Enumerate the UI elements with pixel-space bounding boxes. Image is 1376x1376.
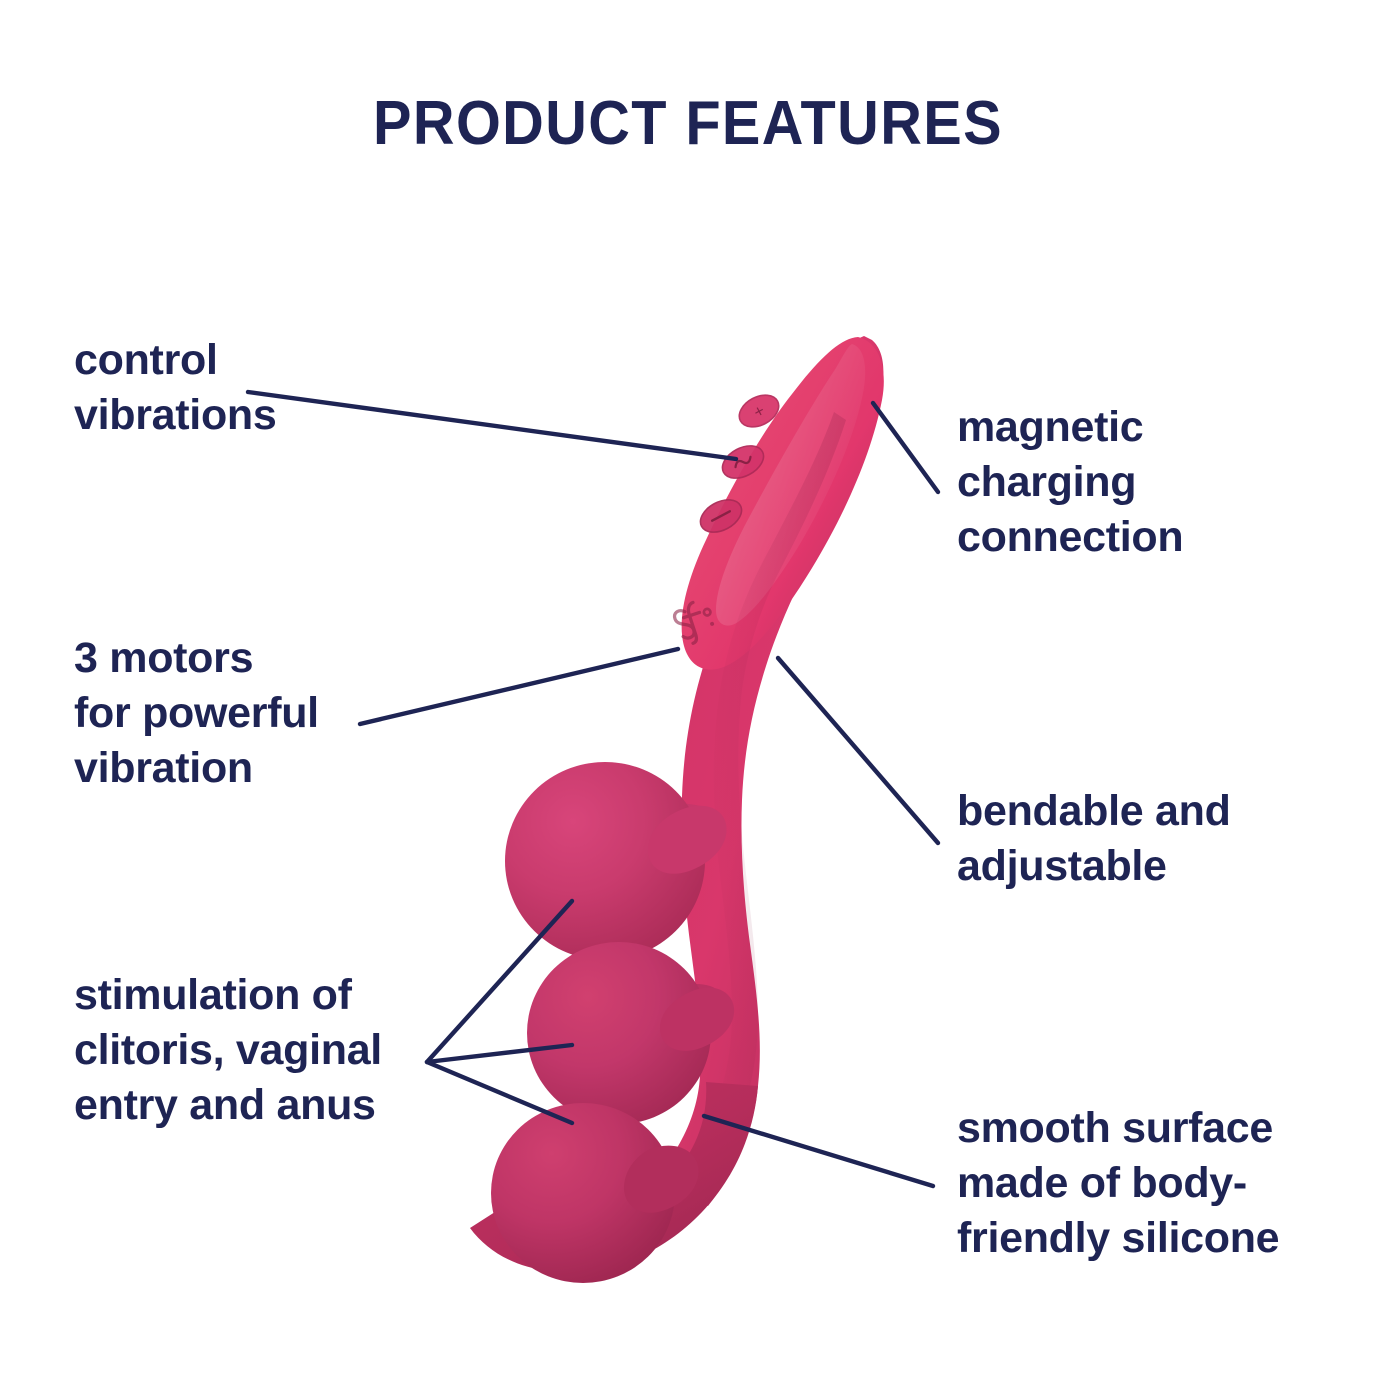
control-buttons[interactable]: + bbox=[695, 389, 784, 539]
decrease-button-glyph bbox=[710, 510, 732, 522]
leader-lines bbox=[245, 389, 941, 1189]
callout-smooth-surface: smooth surface made of body- friendly si… bbox=[957, 1101, 1280, 1266]
callout-bendable-line2: adjustable bbox=[957, 842, 1167, 891]
callout-smooth-surface-line1: smooth surface bbox=[957, 1104, 1273, 1152]
callout-bendable-line1: bendable and bbox=[957, 787, 1231, 835]
fillet-top bbox=[648, 805, 727, 874]
leader-stimulation-top bbox=[424, 898, 575, 1065]
leader-smooth-surface bbox=[701, 1113, 936, 1189]
callout-magnetic-charging-line2: charging bbox=[957, 458, 1137, 507]
callout-stimulation-line3: entry and anus bbox=[74, 1081, 376, 1130]
callout-control-vibrations-line1: control bbox=[74, 336, 218, 384]
callout-bendable: bendable and adjustable bbox=[957, 784, 1231, 894]
page-title: PRODUCT FEATURES bbox=[373, 89, 1003, 158]
callout-control-vibrations: control vibrations bbox=[74, 333, 277, 443]
leader-bendable bbox=[775, 655, 941, 846]
callout-magnetic-charging: magnetic charging connection bbox=[957, 400, 1184, 565]
callout-stimulation-line2: clitoris, vaginal bbox=[74, 1026, 382, 1075]
callout-smooth-surface-line3: friendly silicone bbox=[957, 1214, 1280, 1263]
callout-magnetic-charging-line3: connection bbox=[957, 513, 1184, 562]
leader-control-vibrations bbox=[245, 389, 739, 462]
callout-control-vibrations-line2: vibrations bbox=[74, 391, 277, 440]
tip-highlight bbox=[716, 344, 866, 626]
shaft-shading bbox=[690, 412, 846, 1172]
callout-three-motors: 3 motors for powerful vibration bbox=[74, 631, 319, 796]
callout-three-motors-line3: vibration bbox=[74, 744, 253, 793]
leader-stimulation-bottom bbox=[424, 1059, 575, 1126]
sphere-top bbox=[505, 762, 705, 960]
sphere-bottom bbox=[491, 1103, 675, 1283]
callout-stimulation: stimulation of clitoris, vaginal entry a… bbox=[74, 968, 382, 1133]
leader-magnetic-charging bbox=[870, 400, 941, 495]
callout-stimulation-line1: stimulation of bbox=[74, 971, 352, 1019]
callout-three-motors-line2: for powerful bbox=[74, 689, 319, 738]
callout-magnetic-charging-line1: magnetic bbox=[957, 403, 1144, 451]
sphere-middle bbox=[527, 942, 711, 1124]
callout-smooth-surface-line2: made of body- bbox=[957, 1159, 1247, 1208]
fillet-middle bbox=[660, 987, 735, 1051]
product-shape: + bbox=[470, 336, 884, 1283]
power-button-glyph bbox=[734, 455, 752, 469]
callout-three-motors-line1: 3 motors bbox=[74, 634, 254, 682]
increase-button[interactable] bbox=[734, 389, 784, 433]
satisfyer-logo bbox=[672, 600, 715, 645]
fillet-bottom bbox=[624, 1145, 699, 1213]
leader-stimulation-middle bbox=[424, 1042, 575, 1065]
leader-three-motors bbox=[357, 646, 681, 727]
